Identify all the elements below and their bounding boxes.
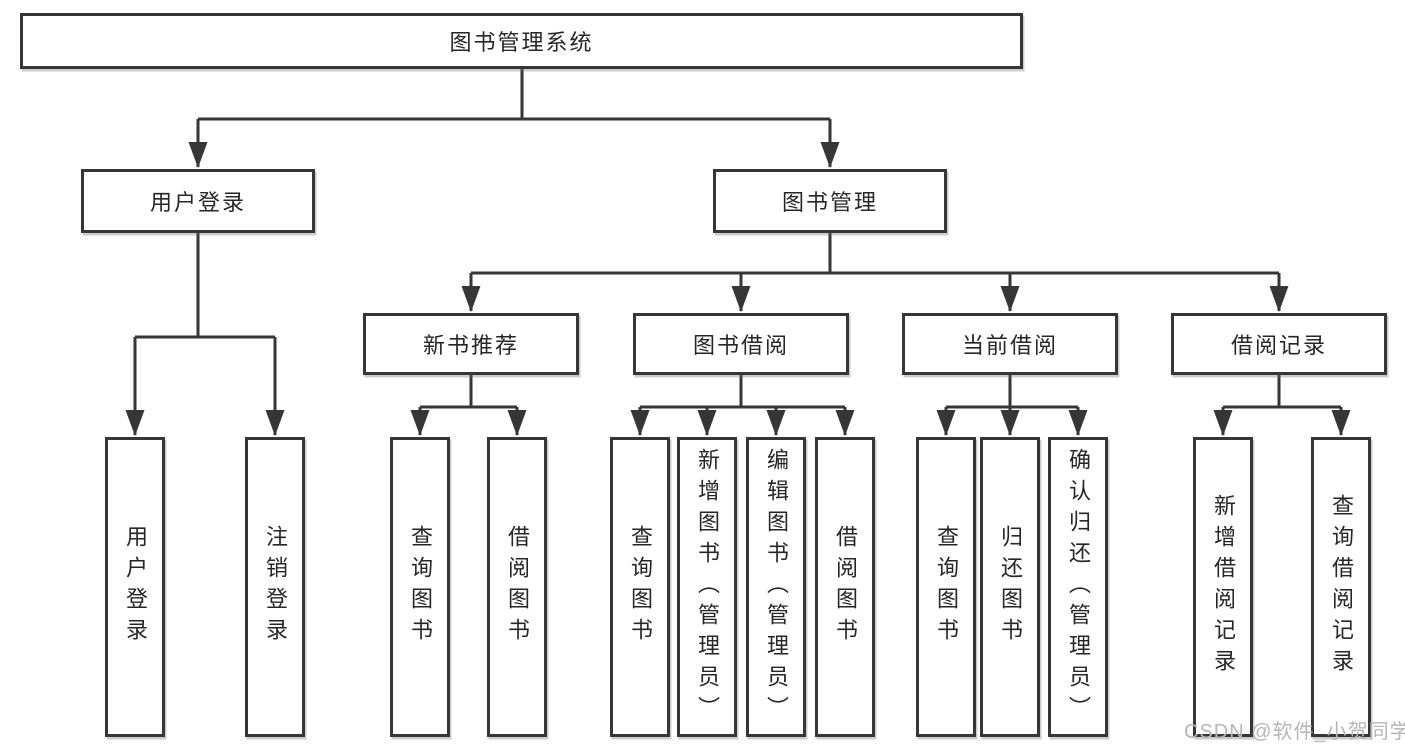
node-user-login: 用户登录 [81, 169, 315, 233]
node-root-system: 图书管理系统 [20, 13, 1023, 69]
node-book-borrow: 图书借阅 [633, 313, 849, 375]
leaf-user-login: 用户登录 [105, 437, 165, 737]
leaf-query-books-current: 查询图书 [916, 437, 976, 737]
leaf-return-books: 归还图书 [980, 437, 1040, 737]
node-current-borrow: 当前借阅 [902, 313, 1118, 375]
leaf-query-books-borrow: 查询图书 [610, 437, 670, 737]
leaf-borrow-books: 借阅图书 [815, 437, 875, 737]
node-new-book-recommend: 新书推荐 [363, 313, 579, 375]
node-borrow-records: 借阅记录 [1171, 313, 1387, 375]
leaf-edit-books-admin: 编辑图书（管理员） [746, 437, 806, 737]
node-book-management: 图书管理 [713, 169, 947, 233]
leaf-query-borrow-record: 查询借阅记录 [1311, 437, 1371, 737]
csdn-watermark: CSDN @软件_小贺同学 [1184, 721, 1405, 743]
leaf-add-books-admin: 新增图书（管理员） [677, 437, 737, 737]
leaf-add-borrow-record: 新增借阅记录 [1193, 437, 1253, 737]
leaf-logout: 注销登录 [245, 437, 305, 737]
leaf-query-books-recommend: 查询图书 [390, 437, 450, 737]
leaf-confirm-return-admin: 确认归还（管理员） [1048, 437, 1108, 737]
leaf-borrow-books-recommend: 借阅图书 [487, 437, 547, 737]
